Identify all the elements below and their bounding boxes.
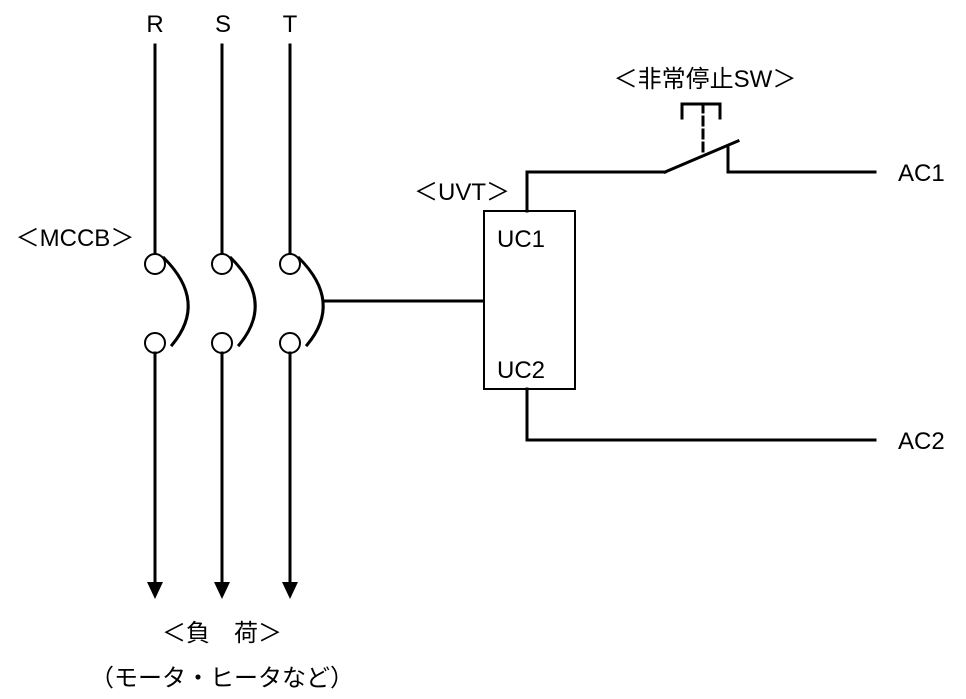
phase-t-arrow-icon (282, 582, 298, 599)
mccb-terminal-r-line (144, 253, 166, 275)
ac1-wire (726, 146, 877, 174)
phase-r-arrow-icon (147, 582, 163, 599)
emergency-stop-label: ＜非常停止SW＞ (614, 66, 797, 93)
mccb-contact-t (296, 255, 325, 348)
mccb-contact-r (161, 255, 190, 348)
load-note: （モータ・ヒータなど） (90, 665, 354, 692)
emergency-stop-blade (663, 139, 740, 174)
mccb-terminal-t-line (279, 253, 301, 275)
ac2-wire (525, 387, 877, 442)
phase-s-label: S (215, 11, 231, 38)
load-label: ＜負 荷＞ (162, 620, 282, 647)
phase-r-label: R (146, 11, 163, 38)
emergency-stop-button-icon (680, 102, 722, 120)
ac1-label: AC1 (898, 160, 945, 187)
uvt-terminal-uc2: UC2 (497, 357, 545, 384)
mccb-terminal-s-line (211, 253, 233, 275)
uvt-terminal-uc1: UC1 (497, 226, 545, 253)
uvt-box (483, 210, 576, 390)
mccb-terminal-r-load (144, 332, 166, 354)
phase-t-label: T (283, 11, 298, 38)
mccb-contact-s (228, 255, 257, 348)
uvt-label: ＜UVT＞ (414, 179, 510, 206)
phase-s-arrow-icon (214, 582, 230, 599)
mccb-terminal-t-load (279, 332, 301, 354)
mccb-label: ＜MCCB＞ (16, 225, 135, 252)
mccb-terminal-s-load (211, 332, 233, 354)
uc1-wire (525, 170, 667, 213)
ac2-label: AC2 (898, 428, 945, 455)
